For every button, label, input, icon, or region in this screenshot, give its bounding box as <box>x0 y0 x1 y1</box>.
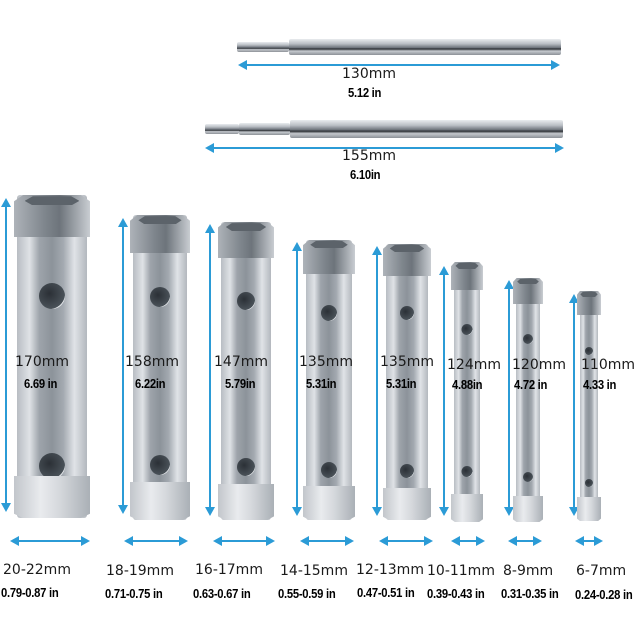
wrench-8-length-in: 4.33 in <box>583 378 617 392</box>
dimension-arrow-rod-130 <box>238 60 560 70</box>
wrench-5-length-in: 5.31in <box>386 377 417 391</box>
tube-wrench-20-22 <box>14 195 90 518</box>
dimension-arrow-wrench-5 <box>372 246 382 516</box>
tube-wrench-16-17 <box>218 222 274 520</box>
rod-130 <box>237 39 561 55</box>
rod-155 <box>205 120 563 138</box>
dimension-arrow-rod-155 <box>205 143 564 153</box>
wrench-5-length-mm: 135mm <box>380 354 434 370</box>
wrench-8-size-mm: 6-7mm <box>576 563 627 579</box>
wrench-5-size-mm: 12-13mm <box>356 562 424 578</box>
wrench-6-size-mm: 10-11mm <box>427 563 495 579</box>
width-arrow-8 <box>575 536 603 546</box>
rod-tip <box>237 42 289 52</box>
wrench-4-size-in: 0.55-0.59 in <box>278 587 336 601</box>
rod-mid <box>239 123 290 135</box>
wrench-2-length-in: 6.22in <box>135 377 166 391</box>
width-arrow-7 <box>508 536 542 546</box>
wrench-8-size-in: 0.24-0.28 in <box>575 588 633 602</box>
wrench-1-length-in: 6.69 in <box>24 377 58 391</box>
wrench-2-length-mm: 158mm <box>125 354 179 370</box>
wrench-3-size-mm: 16-17mm <box>195 562 263 578</box>
tube-wrench-8-9 <box>513 278 543 522</box>
dimension-arrow-wrench-8 <box>569 294 579 516</box>
wrench-1-size-mm: 20-22mm <box>3 562 71 578</box>
tube-wrench-18-19 <box>130 215 190 520</box>
wrench-1-length-mm: 170mm <box>15 354 69 370</box>
dimension-arrow-wrench-6 <box>439 266 449 516</box>
dimension-arrow-wrench-3 <box>205 224 215 516</box>
rod-130-length-mm: 130mm <box>342 66 396 82</box>
tube-wrench-10-11 <box>451 262 483 522</box>
tube-wrench-14-15 <box>303 240 355 520</box>
wrench-7-size-mm: 8-9mm <box>503 563 554 579</box>
wrench-4-length-mm: 135mm <box>299 354 353 370</box>
rod-155-length-mm: 155mm <box>342 148 396 164</box>
wrench-2-size-in: 0.71-0.75 in <box>105 587 163 601</box>
wrench-7-length-mm: 120mm <box>512 357 566 373</box>
dimension-arrow-wrench-2 <box>118 218 128 514</box>
rod-tip <box>205 124 239 134</box>
wrench-8-length-mm: 110mm <box>581 357 635 373</box>
rod-155-length-in: 6.10in <box>350 168 381 182</box>
tube-wrench-12-13 <box>383 244 431 520</box>
wrench-4-length-in: 5.31in <box>306 377 337 391</box>
width-arrow-2 <box>124 536 188 546</box>
wrench-6-length-in: 4.88in <box>452 378 483 392</box>
wrench-4-size-mm: 14-15mm <box>280 563 348 579</box>
dimension-arrow-wrench-7 <box>504 280 514 516</box>
wrench-2-size-mm: 18-19mm <box>106 563 174 579</box>
width-arrow-6 <box>451 536 485 546</box>
rod-body <box>289 39 561 55</box>
width-arrow-1 <box>10 536 90 546</box>
tube-wrench-6-7 <box>577 291 601 521</box>
wrench-3-length-mm: 147mm <box>214 354 268 370</box>
wrench-7-size-in: 0.31-0.35 in <box>501 587 559 601</box>
wrench-1-size-in: 0.79-0.87 in <box>1 586 59 600</box>
width-arrow-5 <box>379 536 433 546</box>
wrench-3-size-in: 0.63-0.67 in <box>193 587 251 601</box>
width-arrow-4 <box>300 536 354 546</box>
wrench-5-size-in: 0.47-0.51 in <box>357 586 415 600</box>
dimension-arrow-wrench-4 <box>292 242 302 516</box>
wrench-6-length-mm: 124mm <box>447 357 501 373</box>
width-arrow-3 <box>213 536 275 546</box>
wrench-7-length-in: 4.72 in <box>514 378 548 392</box>
dimension-arrow-wrench-1 <box>1 198 11 512</box>
rod-130-length-in: 5.12 in <box>348 86 382 100</box>
wrench-3-length-in: 5.79in <box>225 377 256 391</box>
rod-body <box>290 120 563 138</box>
wrench-6-size-in: 0.39-0.43 in <box>427 587 485 601</box>
